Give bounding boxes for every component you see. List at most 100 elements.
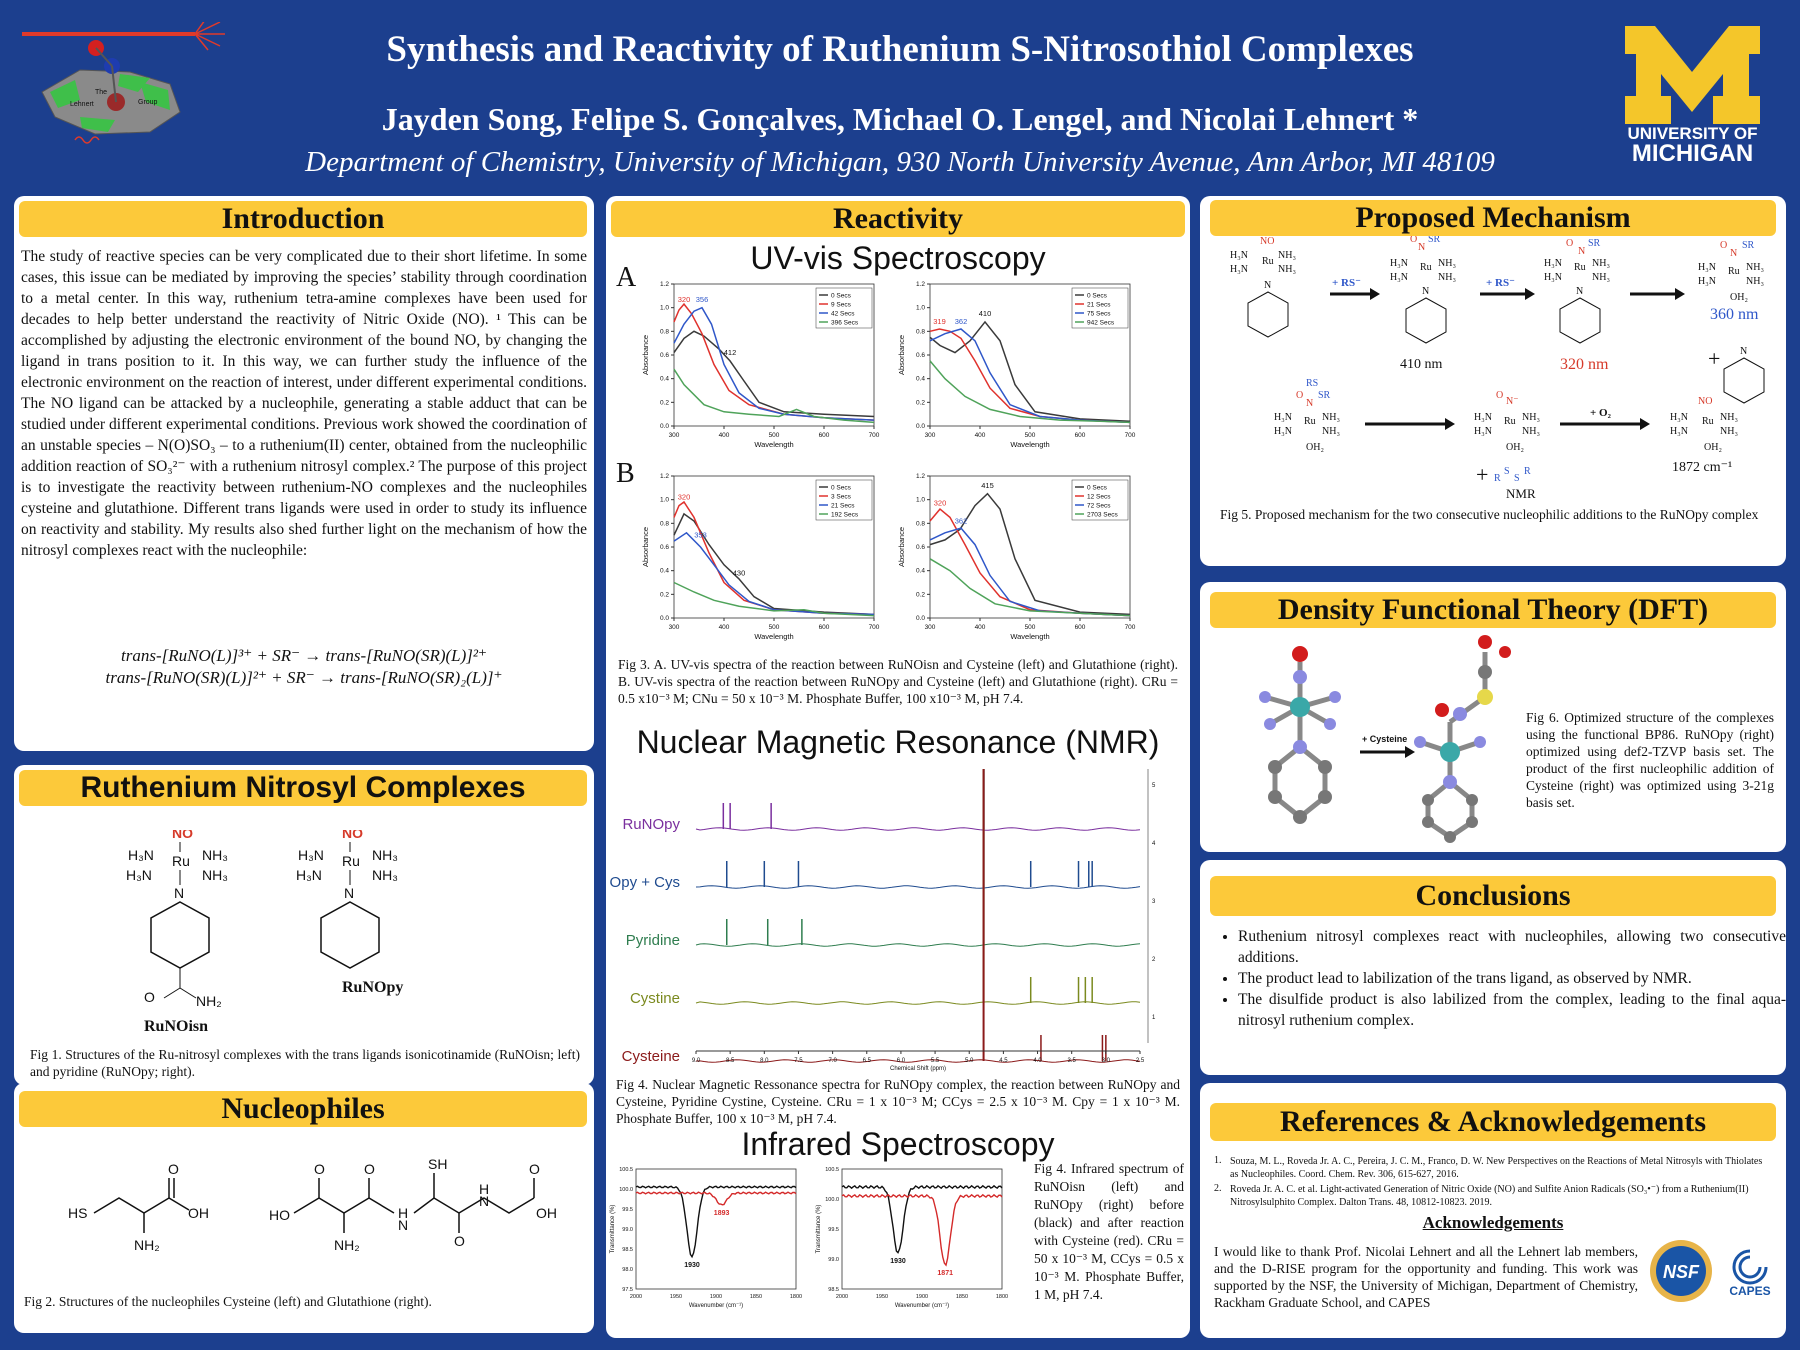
svg-text:N: N <box>344 885 354 901</box>
fig2-caption: Fig 2. Structures of the nucleophiles Cy… <box>24 1294 432 1309</box>
block-m-logo-icon <box>1625 26 1760 124</box>
svg-text:NH₃: NH₃ <box>1322 426 1340 437</box>
ref-number-2: 2. <box>1214 1183 1222 1194</box>
svg-text:S: S <box>1514 473 1520 484</box>
introduction-text: The study of reactive species can be ver… <box>21 248 587 559</box>
svg-text:O: O <box>1720 240 1727 251</box>
x-axis-label: Wavelength <box>1010 440 1049 449</box>
y-tick-label: 0.6 <box>916 544 925 551</box>
y-tick-label: 0.0 <box>916 615 925 622</box>
nmr-baseline <box>695 1001 1141 1005</box>
y-tick-label: 0.6 <box>660 352 669 359</box>
legend-label: 0 Secs <box>831 293 852 300</box>
svg-text:SR: SR <box>1318 390 1331 401</box>
svg-text:H: H <box>479 1181 489 1197</box>
x-tick-label: 1900 <box>710 1294 722 1300</box>
ir-series-line <box>635 1191 797 1206</box>
svg-text:NSF: NSF <box>1663 1262 1700 1282</box>
svg-text:N: N <box>1418 242 1425 253</box>
x-tick-label: 8.0 <box>760 1058 769 1064</box>
svg-text:OH₂: OH₂ <box>1306 442 1324 453</box>
series-line <box>929 492 1131 616</box>
svg-text:SR: SR <box>1742 240 1755 251</box>
svg-text:Ru: Ru <box>1304 416 1316 427</box>
equation-1: trans-[RuNO(L)]³⁺ + SR⁻ → trans-[RuNO(SR… <box>121 646 487 665</box>
nucleophiles-heading: Nucleophiles <box>19 1091 587 1127</box>
plot-frame <box>841 1168 1003 1290</box>
plus-sign-1-icon: + <box>1708 346 1720 371</box>
o2-label: + O₂ <box>1590 407 1612 419</box>
x-tick-label: 300 <box>925 432 936 439</box>
y-tick-label: 99.5 <box>828 1227 839 1233</box>
peak-annotation: 362 <box>955 516 968 525</box>
y-tick-label: 1.2 <box>916 473 925 480</box>
y-tick-label: 0.4 <box>916 376 925 383</box>
poster-title: Synthesis and Reactivity of Ruthenium S-… <box>386 29 1414 70</box>
ir-series-line <box>841 1193 1003 1267</box>
panel-label-a: A <box>616 262 637 293</box>
series-line <box>673 330 875 418</box>
legend-label: 21 Secs <box>831 503 855 510</box>
x-tick-label: 700 <box>1125 432 1136 439</box>
x-tick-label: 500 <box>769 432 780 439</box>
ir-caption: Fig 4. Infrared spectrum of RuNOisn (lef… <box>1034 1161 1184 1302</box>
y-tick-label: 3 <box>1152 899 1156 905</box>
introduction-panel: Introduction The study of reactive speci… <box>14 196 594 751</box>
complexes-panel: Ruthenium Nitrosyl Complexes N O Ru H₃N NH… <box>14 765 594 1085</box>
runopy-label: RuNOpy <box>342 979 404 996</box>
rs-label-1: + RS⁻ <box>1332 277 1361 289</box>
conclusion-item: The disulfide product is also labilized … <box>1238 989 1786 1031</box>
complexes-heading: Ruthenium Nitrosyl Complexes <box>19 770 587 806</box>
svg-text:O: O <box>144 989 155 1005</box>
x-tick-label: 7.5 <box>794 1058 803 1064</box>
peak-annotation: 319 <box>933 317 946 326</box>
rs-label-2: + RS⁻ <box>1486 277 1515 289</box>
nmr-series-label: Pyridine <box>626 932 680 949</box>
svg-text:Ru: Ru <box>1504 416 1516 427</box>
svg-text:Ru: Ru <box>342 853 360 869</box>
x-axis-label: Chemical Shift (ppm) <box>890 1066 946 1072</box>
y-tick-label: 100.0 <box>825 1197 839 1203</box>
x-axis-label: Wavelength <box>754 440 793 449</box>
legend-label: 75 Secs <box>1087 311 1111 318</box>
svg-text:H₃N: H₃N <box>1544 258 1562 269</box>
legend-label: 9 Secs <box>831 302 852 309</box>
x-tick-label: 5.0 <box>965 1058 974 1064</box>
legend-label: 0 Secs <box>1087 293 1108 300</box>
y-tick-label: 1.0 <box>660 305 669 312</box>
x-tick-label: 400 <box>719 432 730 439</box>
nmr-series-label: RuNOpy + Cys <box>610 874 680 891</box>
x-tick-label: 500 <box>1025 432 1036 439</box>
nmr-chart: RuNOpyRuNOpy + CysPyridineCystineCystein… <box>610 769 1156 1072</box>
y-tick-label: 0.4 <box>660 376 669 383</box>
y-tick-label: 98.5 <box>828 1287 839 1293</box>
y-tick-label: 0.8 <box>916 328 925 335</box>
peak-annotation: 320 <box>678 493 691 502</box>
y-axis-label: Absorbance <box>897 335 906 375</box>
svg-text:NH₃: NH₃ <box>202 847 228 863</box>
svg-text:H₃N: H₃N <box>1670 412 1688 423</box>
um-logo-top: UNIVERSITY OF <box>1627 124 1758 143</box>
svg-text:H₃N: H₃N <box>1274 426 1292 437</box>
svg-text:RS: RS <box>1576 236 1588 239</box>
svg-text:O: O <box>364 1161 375 1177</box>
series-line <box>673 512 875 616</box>
svg-text:H₃N: H₃N <box>296 867 322 883</box>
svg-text:N: N <box>1740 346 1747 357</box>
svg-text:NH₃: NH₃ <box>1438 258 1456 269</box>
y-tick-label: 0.0 <box>660 615 669 622</box>
svg-text:H₃N: H₃N <box>1474 426 1492 437</box>
svg-text:O: O <box>1566 238 1573 249</box>
svg-text:Ru: Ru <box>1728 266 1740 277</box>
y-axis-label: Transmittance (%) <box>816 1205 822 1254</box>
y-tick-label: 1.0 <box>916 497 925 504</box>
y-tick-label: 0.0 <box>916 423 925 430</box>
nmr-label: NMR <box>1506 486 1536 501</box>
svg-text:NH₃: NH₃ <box>1720 426 1738 437</box>
series-line <box>929 558 1131 617</box>
svg-text:SH: SH <box>428 1158 447 1172</box>
panel-label-b: B <box>616 458 635 489</box>
